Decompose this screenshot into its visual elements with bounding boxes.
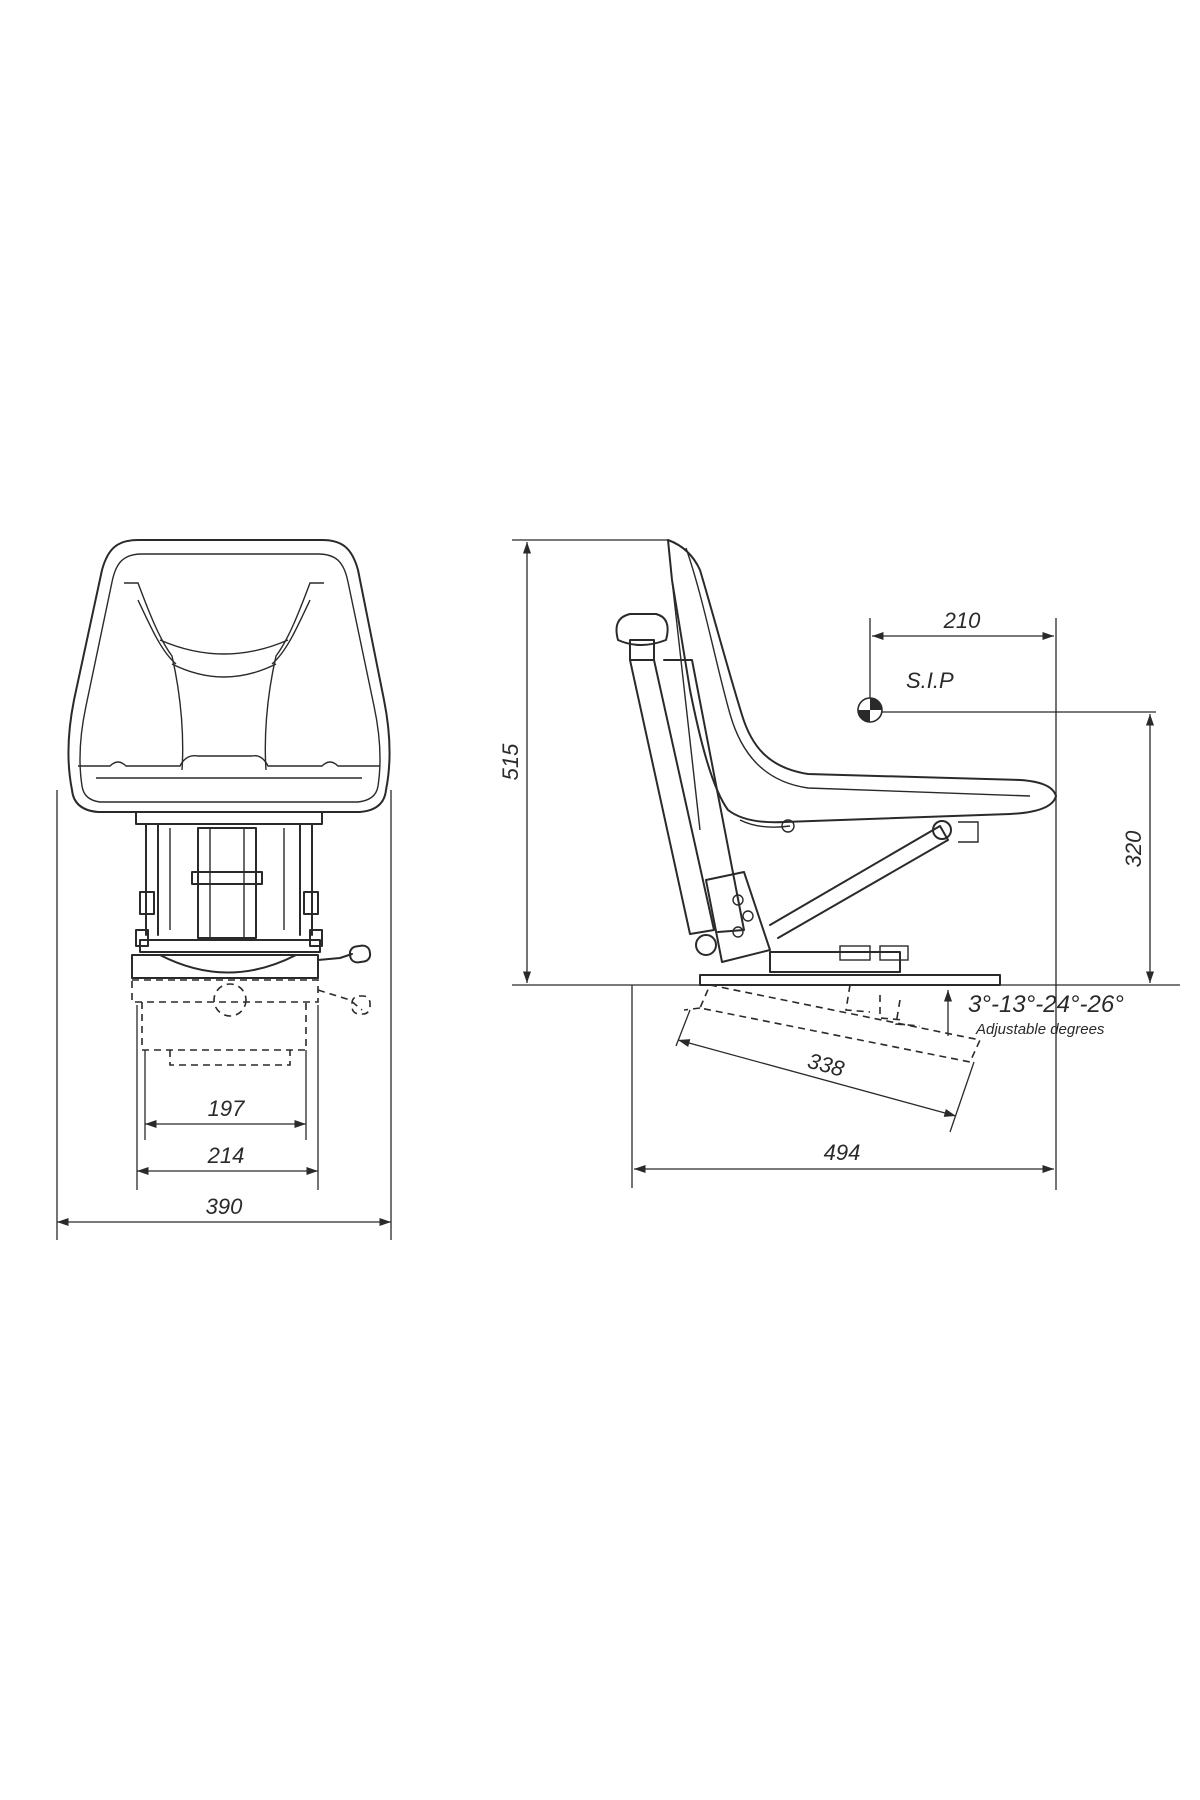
backrest-rib-right <box>264 582 324 771</box>
dim-label-515: 515 <box>498 743 523 780</box>
slider-rail <box>131 954 319 979</box>
front-view: 197 214 390 <box>56 539 392 1240</box>
dim-line-338 <box>677 1039 957 1117</box>
strut-bracket <box>958 821 979 843</box>
slide-rail-top <box>769 951 901 973</box>
dim-label-390: 390 <box>206 1194 243 1219</box>
ext-line-338-right <box>949 1061 975 1133</box>
hinge-hole-3 <box>732 926 744 938</box>
rail-lock-2 <box>879 945 909 961</box>
seat-shell-outer <box>67 539 391 813</box>
backrest-rib-right-in <box>271 599 311 665</box>
dashed-rail-locks <box>845 984 921 1027</box>
backrest-rod <box>629 659 715 935</box>
seat-strut <box>769 825 949 939</box>
angles-label: 3°-13°-24°-26° <box>968 991 1124 1018</box>
pivot-bolt <box>695 934 717 956</box>
hinge-plate <box>705 871 771 963</box>
backrest-rail <box>663 659 745 933</box>
bolt-right <box>303 891 319 915</box>
backrest-side-edge <box>671 579 701 831</box>
dashed-handle <box>317 989 363 1011</box>
sip-label: S.I.P <box>906 668 954 693</box>
seat-underside-rivet <box>781 819 795 833</box>
angles-caption: Adjustable degrees <box>975 1021 1105 1038</box>
backrest-rib-left <box>124 582 184 771</box>
dim-label-197: 197 <box>208 1096 245 1121</box>
dim-label-494: 494 <box>824 1140 861 1165</box>
cushion-edge <box>78 755 380 767</box>
rail-lock <box>839 945 871 961</box>
seat-shell-inner <box>79 553 381 803</box>
adjust-handle <box>317 953 353 961</box>
dim-label-214: 214 <box>207 1143 245 1168</box>
frame-right-side <box>299 823 313 936</box>
dashed-tilted-base <box>698 984 982 1063</box>
backrest-crossbar <box>159 639 289 678</box>
bolt-left-lower <box>135 929 149 947</box>
base-plate <box>139 939 321 953</box>
strut-bolt <box>932 820 952 840</box>
rod-knob <box>615 613 669 646</box>
dim-label-320: 320 <box>1121 830 1146 867</box>
dashed-lower-mech <box>131 979 319 1066</box>
seat-side-profile-inner <box>685 547 1031 797</box>
dim-label-210: 210 <box>943 608 981 633</box>
seat-side-profile-outer <box>667 539 1057 824</box>
dashed-base-end <box>683 1007 701 1011</box>
bolt-left <box>139 891 155 915</box>
sip-marker <box>857 697 883 723</box>
dashed-pivot <box>213 983 247 1017</box>
hinge-hole-1 <box>732 894 744 906</box>
handle-knob <box>348 944 372 964</box>
rod-collar <box>629 639 655 661</box>
backrest-rib-left-in <box>137 599 177 665</box>
bolt-right-lower <box>309 929 323 947</box>
dashed-handle-knob <box>351 995 371 1015</box>
seat-underside <box>739 819 791 828</box>
hinge-hole-2 <box>742 910 754 922</box>
base-bracket-top <box>135 811 323 825</box>
column-collar <box>191 871 263 885</box>
side-view: 515 210 S.I.P 320 3°-13°-24°-26° Adjusta… <box>498 539 1180 1190</box>
base-bar <box>699 974 1001 986</box>
frame-inner-lines <box>169 828 285 930</box>
frame-left-side <box>145 823 159 936</box>
